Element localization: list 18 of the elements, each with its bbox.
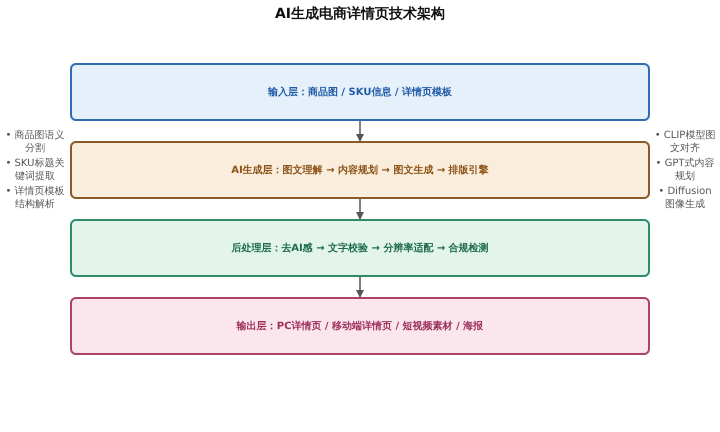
side-note: • CLIP模型图文对齐	[654, 129, 716, 155]
arrow	[356, 121, 364, 142]
layer-box	[70, 297, 650, 355]
arrow	[356, 277, 364, 298]
layer-label: 输出层：PC详情页 / 移动端详情页 / 短视频素材 / 海报	[236, 319, 484, 333]
side-note: • 商品图语义分割	[4, 129, 66, 155]
layer-box	[70, 141, 650, 199]
side-note: • 详情页模板结构解析	[4, 185, 66, 211]
layer-box	[70, 219, 650, 277]
side-note: • SKU标题关键词提取	[4, 157, 66, 183]
side-note: • Diffusion图像生成	[657, 185, 713, 211]
layer-label: 输入层：商品图 / SKU信息 / 详情页模板	[268, 85, 452, 99]
side-note: • GPT式内容规划	[654, 157, 716, 183]
layer-box	[70, 63, 650, 121]
layer-label: AI生成层：图文理解 → 内容规划 → 图文生成 → 排版引擎	[231, 163, 489, 177]
arrow	[356, 199, 364, 220]
diagram-title: AI生成电商详情页技术架构	[274, 5, 446, 23]
layer-label: 后处理层：去AI感 → 文字校验 → 分辨率适配 → 合规检测	[231, 241, 489, 255]
